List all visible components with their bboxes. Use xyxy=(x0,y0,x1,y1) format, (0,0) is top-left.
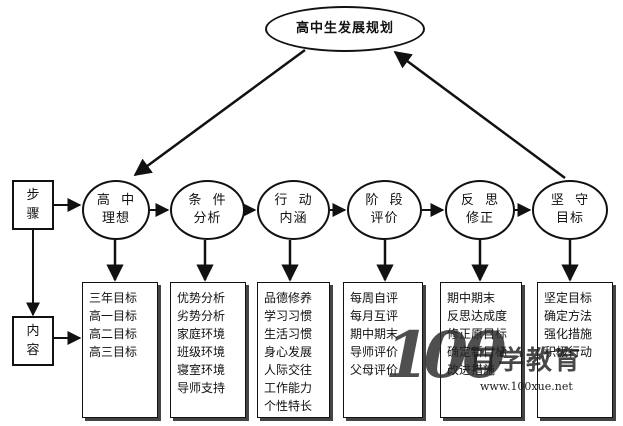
detail-item: 寝室环境 xyxy=(177,363,226,377)
step-label-3: 行 动 内涵 xyxy=(274,193,313,226)
detail-item: 确定方法 xyxy=(544,309,593,323)
detail-box-2: 优势分析 劣势分析 家庭环境 班级环境 寝室环境 导师支持 xyxy=(170,282,246,418)
watermark-logo: 100 百学教育 www.100xue.net xyxy=(385,318,585,408)
watermark-number: 100 xyxy=(385,318,507,393)
detail-item: 家庭环境 xyxy=(177,327,226,341)
step-ellipse-4: 阶 段 评价 xyxy=(347,180,422,240)
detail-item: 改进措施 xyxy=(447,363,496,377)
detail-item: 高二目标 xyxy=(89,327,138,341)
detail-item: 劣势分析 xyxy=(177,309,226,323)
detail-item: 导师支持 xyxy=(177,381,226,395)
detail-item: 高一目标 xyxy=(89,309,138,323)
arrow-step6-to-root xyxy=(393,50,566,180)
step-ellipse-6: 坚 守 目标 xyxy=(532,180,608,240)
detail-item: 确定新目标 xyxy=(447,345,508,359)
detail-box-5: 期中期末 反思达成度 修正原目标 确定新目标 改进措施 xyxy=(440,282,522,418)
arrow-root-to-step1 xyxy=(133,48,306,177)
detail-item: 每周自评 xyxy=(350,291,399,305)
side-content-label: 内 容 xyxy=(26,323,40,359)
step-label-6: 坚 守 目标 xyxy=(550,193,590,226)
side-step-box: 步 骤 xyxy=(12,180,54,230)
root-ellipse: 高中生发展规划 xyxy=(265,6,425,52)
step-label-2: 条 件 分析 xyxy=(188,193,227,226)
detail-item: 积极行动 xyxy=(544,345,593,359)
step-ellipse-1: 高 中 理想 xyxy=(82,180,150,240)
detail-item: 人际交往 xyxy=(264,363,313,377)
watermark-url: www.100xue.net xyxy=(480,380,573,393)
detail-item: 生活习惯 xyxy=(264,327,313,341)
step-ellipse-2: 条 件 分析 xyxy=(170,180,245,240)
detail-box-3: 品德修养 学习习惯 生活习惯 身心发展 人际交往 工作能力 个性特长 xyxy=(257,282,330,418)
detail-item: 个性特长 xyxy=(264,399,313,413)
detail-item: 班级环境 xyxy=(177,345,226,359)
detail-item: 学习习惯 xyxy=(264,309,313,323)
detail-item: 期中期末 xyxy=(447,291,496,305)
detail-item: 反思达成度 xyxy=(447,309,508,323)
detail-item: 坚定目标 xyxy=(544,291,593,305)
detail-item: 导师评价 xyxy=(350,345,399,359)
watermark-brand: 百学教育 xyxy=(470,346,583,376)
detail-item: 父母评价 xyxy=(350,363,399,377)
detail-box-6: 坚定目标 确定方法 强化措施 积极行动 xyxy=(537,282,613,418)
detail-item: 品德修养 xyxy=(264,291,313,305)
detail-item: 修正原目标 xyxy=(447,327,508,341)
root-title: 高中生发展规划 xyxy=(295,21,394,37)
step-label-4: 阶 段 评价 xyxy=(365,193,404,226)
detail-item: 优势分析 xyxy=(177,291,226,305)
detail-item: 身心发展 xyxy=(264,345,313,359)
side-step-label: 步 骤 xyxy=(26,187,40,223)
step-ellipse-5: 反 思 修正 xyxy=(445,180,515,240)
detail-box-4: 每周自评 每月互评 期中期末 导师评价 父母评价 xyxy=(343,282,423,418)
detail-box-1: 三年目标 高一目标 高二目标 高三目标 xyxy=(82,282,158,418)
detail-item: 高三目标 xyxy=(89,345,138,359)
detail-item: 三年目标 xyxy=(89,291,138,305)
detail-item: 强化措施 xyxy=(544,327,593,341)
detail-item: 期中期末 xyxy=(350,327,399,341)
side-content-box: 内 容 xyxy=(12,316,54,366)
detail-item: 每月互评 xyxy=(350,309,399,323)
step-ellipse-3: 行 动 内涵 xyxy=(257,180,330,240)
step-label-1: 高 中 理想 xyxy=(96,193,136,226)
detail-item: 工作能力 xyxy=(264,381,313,395)
step-label-5: 反 思 修正 xyxy=(460,193,500,226)
